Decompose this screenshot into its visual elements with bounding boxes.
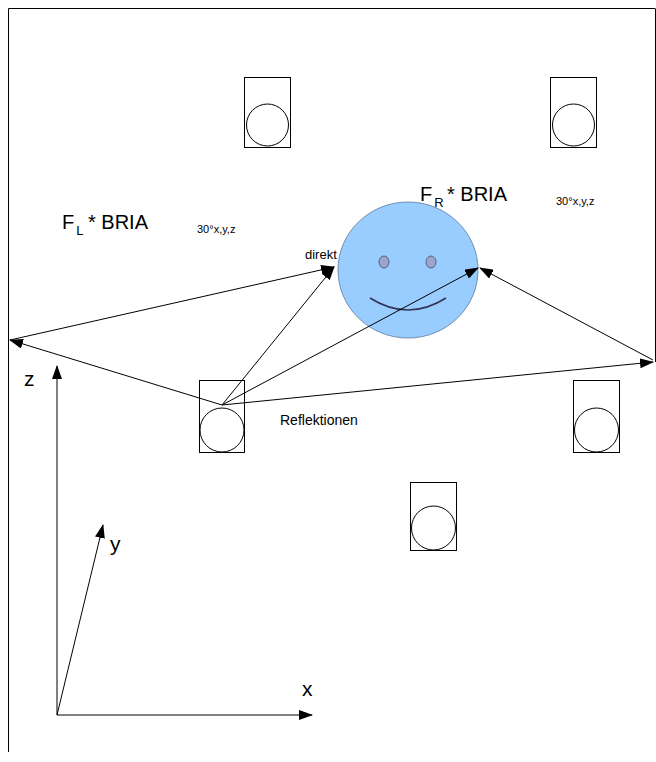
formula-subscript: 30°x,y,z (197, 224, 235, 235)
axis-label: y (110, 533, 121, 554)
axes (57, 366, 312, 715)
formula-text: * BRIA (447, 184, 507, 204)
axis-label: z (24, 368, 35, 389)
formula-subscript: 30°x,y,z (556, 196, 594, 207)
path-label: direkt (305, 248, 337, 261)
formula-text: * BRIA (88, 212, 148, 232)
formula-symbol: F (62, 212, 74, 232)
formula-subscript: R (434, 196, 443, 209)
speakers (200, 78, 620, 551)
frame (9, 9, 656, 753)
formula-subscript: L (76, 224, 83, 237)
path-label: Reflektionen (280, 413, 358, 427)
listener-face (338, 202, 478, 338)
axis-label: x (302, 678, 313, 699)
sound-paths (10, 267, 653, 405)
formula-symbol: F (420, 184, 432, 204)
